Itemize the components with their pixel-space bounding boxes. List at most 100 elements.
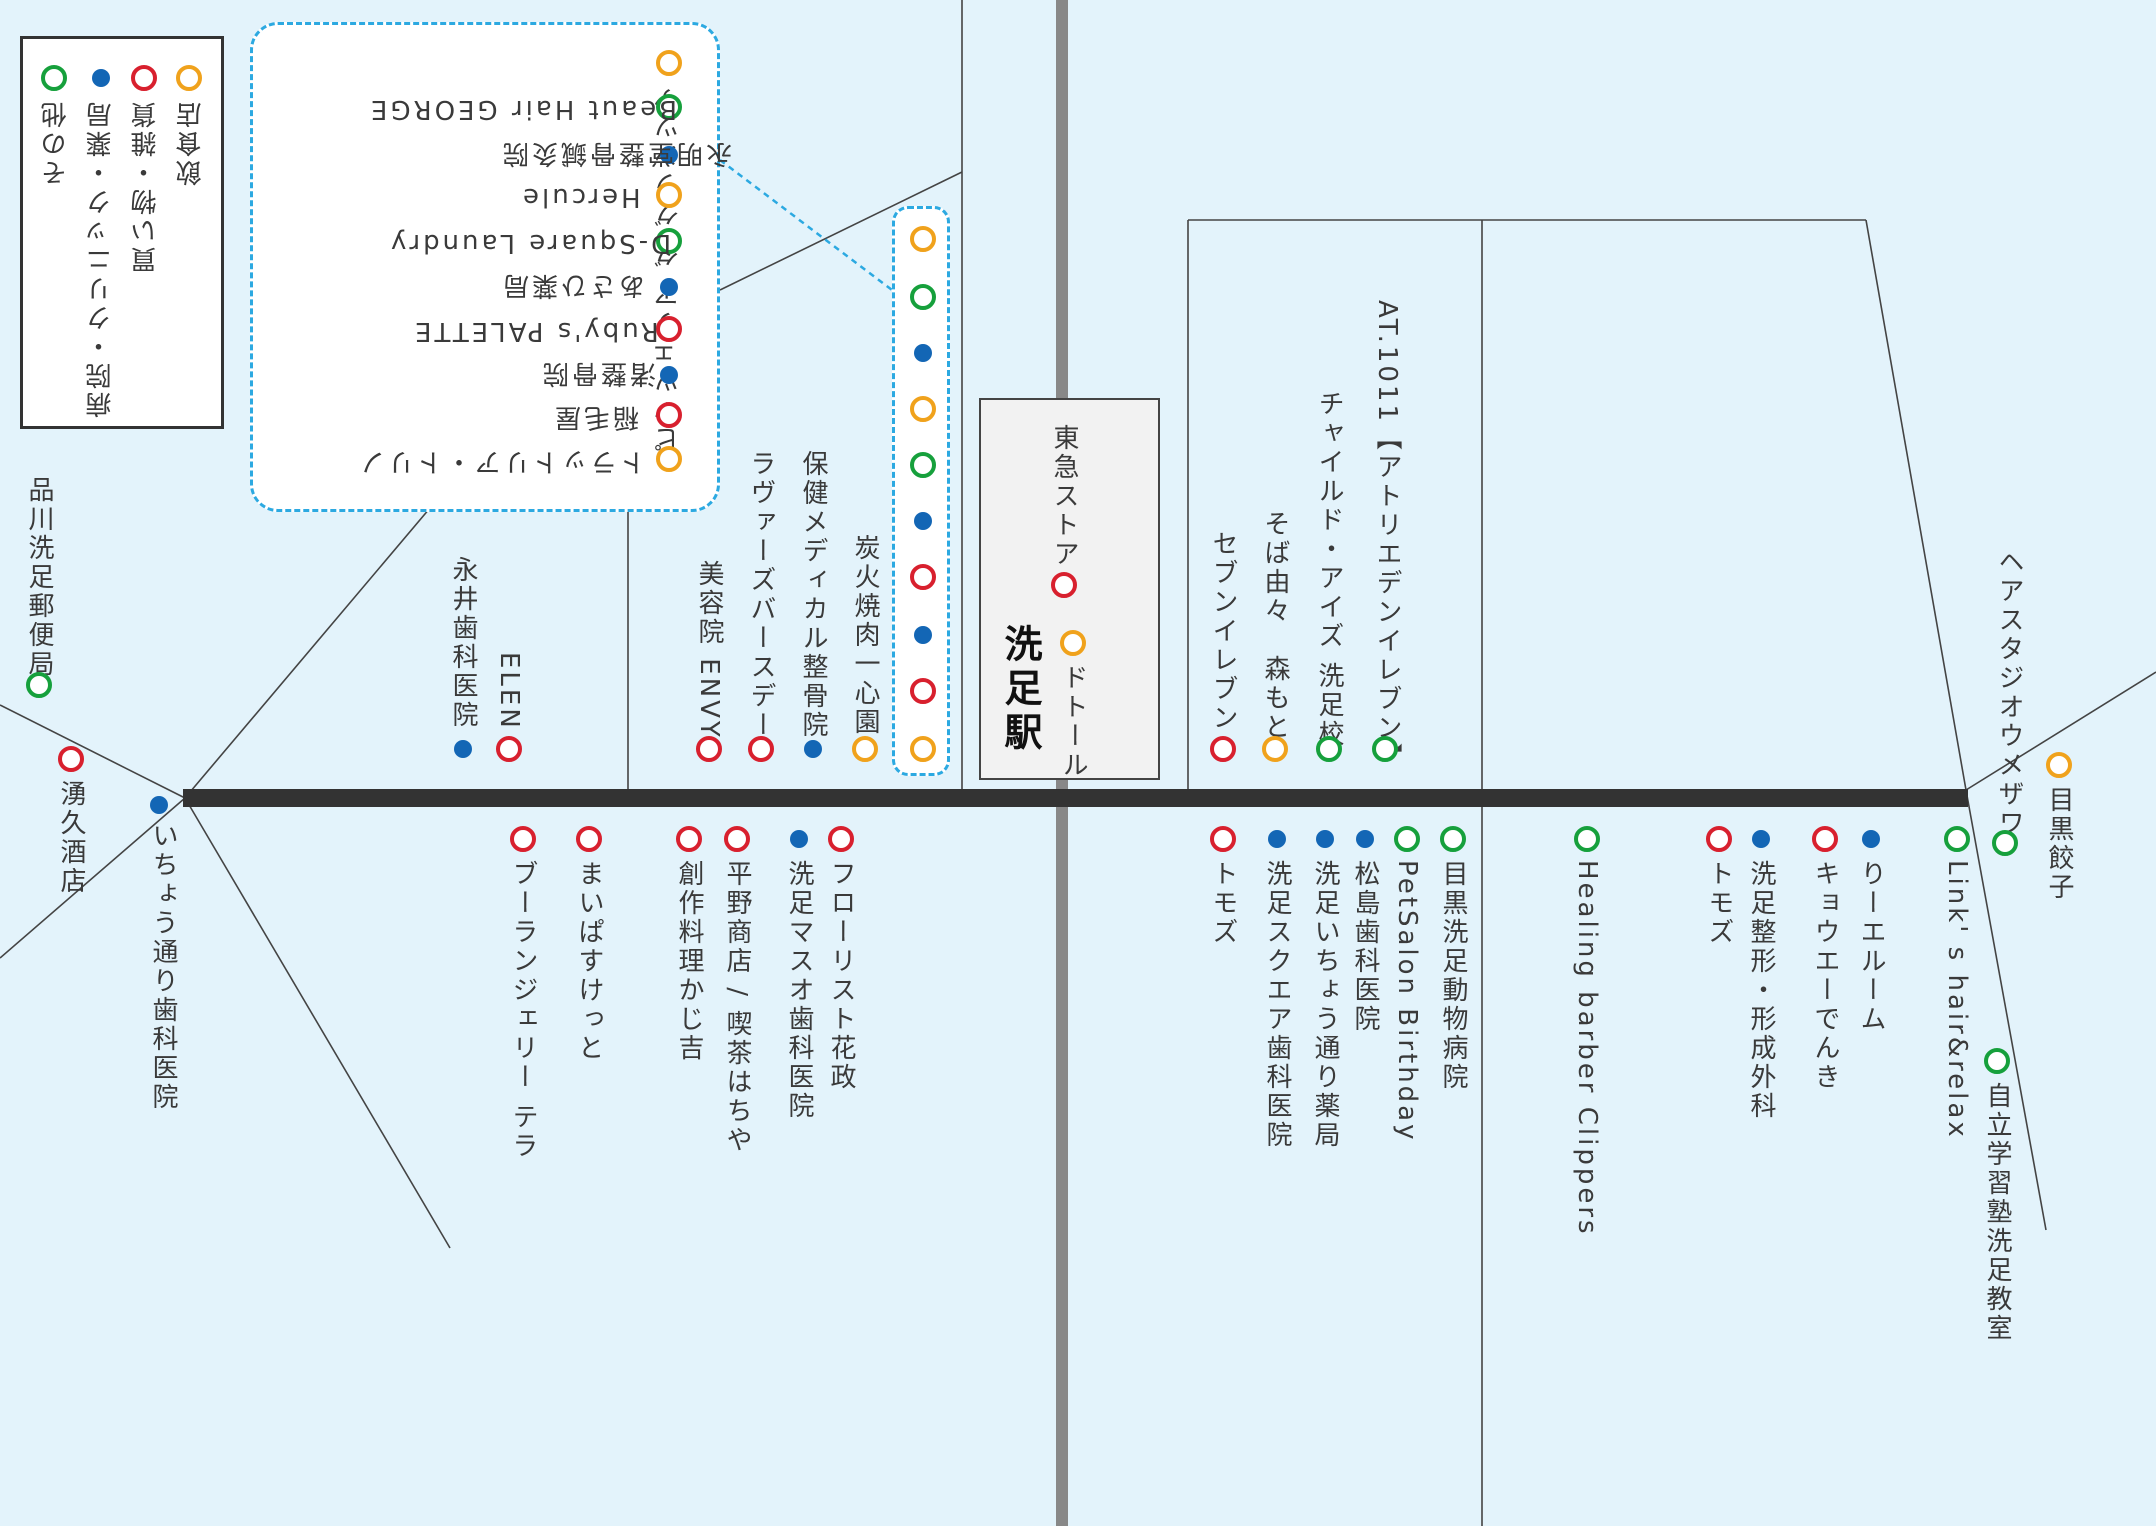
sosaku-marker	[676, 826, 702, 852]
maipasu-label: まいぱすけっと	[574, 860, 604, 1063]
callout-marker-10	[656, 446, 682, 472]
tomoz-1-marker	[1210, 826, 1236, 852]
seven-eleven-marker	[1210, 736, 1236, 762]
sosaku-label: 創作料理かじ吉	[674, 860, 704, 1063]
cluster-marker-4	[910, 396, 936, 422]
doutor-label: ドトール	[1058, 664, 1088, 780]
callout-label-9: 稲毛屋	[552, 402, 640, 432]
cluster-marker-9	[910, 678, 936, 704]
callout-box	[250, 22, 720, 512]
legend-food-label: 飲食店	[176, 99, 206, 186]
matsushima-marker	[1356, 830, 1374, 848]
lavender-label: ラヴァーズバースデー	[746, 450, 776, 740]
callout-marker-1	[656, 50, 682, 76]
petsalon-marker	[1394, 826, 1420, 852]
jiritsu-marker	[1984, 1048, 2010, 1074]
street-line	[1965, 789, 2047, 1231]
callout-marker-4	[656, 182, 682, 208]
jiritsu-label: 自立学習塾洗足教室	[1982, 1082, 2012, 1343]
callout-marker-5	[656, 228, 682, 254]
tomoz-2-label: トモズ	[1704, 860, 1734, 947]
child-eyes-marker	[1316, 736, 1342, 762]
matsushima-label: 松島歯科医院	[1350, 860, 1380, 1034]
masuo-dental-label: 洗足マスオ歯科医院	[784, 860, 814, 1121]
post-office-label: 品川洗足郵便局	[24, 476, 54, 679]
florist-marker	[828, 826, 854, 852]
street-line	[0, 797, 186, 959]
hirano-label: 平野商店 / 喫茶はちや	[722, 860, 752, 1156]
cluster-marker-7	[910, 564, 936, 590]
icho-pharmacy-marker	[1316, 830, 1334, 848]
cluster-marker-10	[910, 736, 936, 762]
links-hair-marker	[1944, 826, 1970, 852]
cluster-marker-2	[910, 284, 936, 310]
meguro-vet-label: 目黒洗足動物病院	[1438, 860, 1468, 1092]
callout-connector	[719, 159, 893, 291]
kyoei-marker	[1812, 826, 1838, 852]
riel-label: りーエルーム	[1856, 860, 1886, 1034]
seven-eleven-label: セブンイレブン	[1208, 530, 1238, 733]
post-office-marker	[26, 672, 52, 698]
seikei-marker	[1752, 830, 1770, 848]
soba-marker	[1262, 736, 1288, 762]
legend: 飲食店 買い物・雑貨 病院・クリニック・薬局 その他	[20, 36, 224, 429]
hair-studio-label: ヘアスタジオウメザワ	[1994, 548, 2024, 838]
links-hair-label: Link' s hair&relax	[1942, 860, 1972, 1140]
hirano-marker	[724, 826, 750, 852]
cluster-marker-1	[910, 226, 936, 252]
legend-medical-label: 病院・クリニック・薬局	[86, 99, 116, 418]
envy-label: 美容院 ENVY	[694, 560, 724, 740]
icho-dental-label: いちょう通り歯科医院	[148, 822, 178, 1112]
nagai-label: 永井歯科医院	[448, 556, 478, 730]
callout-marker-9	[656, 402, 682, 428]
tokyu-store-marker	[1051, 572, 1077, 598]
masuo-dental-marker	[790, 830, 808, 848]
meguro-vet-marker	[1440, 826, 1466, 852]
elen-label: ELEN	[494, 652, 524, 731]
callout-marker-3	[660, 146, 678, 164]
gyoza-marker	[2046, 752, 2072, 778]
street-line	[184, 507, 431, 799]
maipasu-marker	[576, 826, 602, 852]
station-box: 洗足駅 東急ストア ドトール	[979, 398, 1160, 780]
cluster-marker-8	[914, 626, 932, 644]
callout-marker-8	[660, 366, 678, 384]
yuhisa-marker	[58, 746, 84, 772]
legend-other-label: その他	[41, 99, 71, 186]
street-line	[1865, 219, 1967, 791]
hoken-marker	[804, 740, 822, 758]
street-line	[0, 704, 186, 799]
street-line	[184, 797, 451, 1249]
at1011-marker	[1372, 736, 1398, 762]
street-line	[719, 171, 963, 291]
icho-dental-marker	[150, 796, 168, 814]
yuhisa-label: 湧久酒店	[56, 780, 86, 896]
child-eyes-label: チャイルド・アイズ 洗足校	[1314, 390, 1344, 750]
callout-label-6: あさひ薬局	[500, 270, 646, 300]
florist-label: フローリスト花政	[826, 860, 856, 1092]
sumibi-label: 炭火焼肉一心園	[850, 534, 880, 737]
callout-marker-7	[656, 316, 682, 342]
seikei-label: 洗足整形・形成外科	[1746, 860, 1776, 1121]
boulangerie-label: ブーランジェリー テラ	[508, 860, 538, 1162]
at1011-label: AT.1011【アトリエデンイレブン】	[1372, 300, 1402, 772]
sumibi-marker	[852, 736, 878, 762]
legend-shop-label: 買い物・雑貨	[131, 99, 161, 273]
petsalon-label: PetSalon Birthday	[1392, 860, 1422, 1143]
legend-medical-marker	[92, 69, 110, 87]
tomoz-2-marker	[1706, 826, 1732, 852]
tokyu-store-label: 東急ストア	[1049, 424, 1079, 569]
icho-pharmacy-label: 洗足いちょう通り薬局	[1310, 860, 1340, 1150]
kyoei-label: キョウエーでんき	[1810, 860, 1840, 1092]
callout-label-4: Hercule	[520, 182, 641, 212]
callout-label-8: 渚整骨院	[540, 358, 657, 388]
callout-marker-6	[660, 278, 678, 296]
callout-marker-2	[656, 94, 682, 120]
callout-label-3: 永明堂整骨鍼灸院	[500, 138, 733, 168]
tomoz-1-label: トモズ	[1208, 860, 1238, 947]
street-line	[1965, 671, 2156, 791]
callout-label-7: Ruby's PALETTE	[412, 316, 659, 346]
station-name: 洗足駅	[998, 624, 1042, 756]
callout-label-2: Beaut Hair GEORGE	[368, 94, 678, 124]
cluster-marker-6	[914, 512, 932, 530]
